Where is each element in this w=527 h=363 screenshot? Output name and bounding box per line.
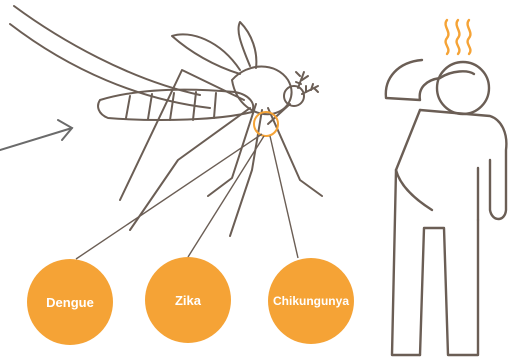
disease-label-dengue: Dengue — [46, 295, 94, 310]
arrow-icon — [0, 120, 72, 150]
disease-circle-zika: Zika — [145, 257, 231, 343]
mosquito-icon — [10, 6, 322, 236]
disease-label-chikungunya: Chikungunya — [273, 294, 349, 308]
disease-label-zika: Zika — [175, 293, 201, 308]
disease-circle-dengue: Dengue — [27, 259, 113, 345]
sick-person-icon — [386, 60, 507, 355]
disease-circle-chikungunya: Chikungunya — [268, 258, 354, 344]
heat-waves-icon — [446, 20, 471, 54]
